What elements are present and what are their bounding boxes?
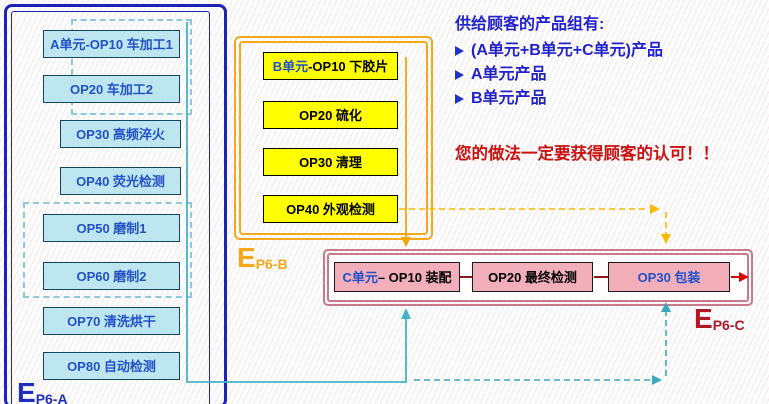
process-box-a-op30: OP30 高频淬火 <box>60 120 181 148</box>
process-box-label: OP50 磨制1 <box>76 220 147 236</box>
customer-products-note: 供给顾客的产品组有: (A单元+B单元+C单元)产品 A单元产品 B单元产品 <box>455 14 760 109</box>
process-box-a-op50: OP50 磨制1 <box>43 214 180 242</box>
warning-text: 您的做法一定要获得顾客的认可！！ <box>455 145 719 163</box>
note-bullet: B单元产品 <box>455 88 760 109</box>
process-box-label: OP30 清理 <box>299 154 362 170</box>
process-box-a-op60: OP60 磨制2 <box>43 262 180 290</box>
note-bullet-text: (A单元+B单元+C单元)产品 <box>471 42 664 59</box>
note-bullet-text: A单元产品 <box>471 66 547 83</box>
process-box-a-op80: OP80 自动检测 <box>43 352 180 380</box>
arrow-bullet-icon <box>455 45 464 56</box>
arrowhead-right-teal <box>652 375 662 385</box>
process-box-label: OP40 荧光检测 <box>76 173 165 189</box>
note-bullet: (A单元+B单元+C单元)产品 <box>455 40 760 61</box>
unit-b-label-small: P6-B <box>255 256 288 272</box>
unit-a-label-big: E <box>17 377 36 404</box>
process-box-a-op40: OP40 荧光检测 <box>60 167 181 195</box>
process-box-label: A单元-OP10 车加工1 <box>50 36 173 52</box>
process-box-a-op10: A单元-OP10 车加工1 <box>43 30 180 58</box>
process-box-label: OP80 自动检测 <box>67 358 156 374</box>
unit-b-label: E P6-B <box>237 244 288 272</box>
process-box-b-op40: OP40 外观检测 <box>263 195 398 223</box>
process-box-b-op20: OP20 硫化 <box>263 101 398 129</box>
process-box-label: OP70 清洗烘干 <box>67 313 156 329</box>
process-box-b-op10: B单元 -OP10 下胶片 <box>263 52 398 80</box>
process-box-b-op30: OP30 清理 <box>263 148 398 176</box>
process-box-c-op20: OP20 最终检测 <box>472 262 593 292</box>
arrow-bullet-icon <box>455 69 464 80</box>
note-bullet: A单元产品 <box>455 64 760 85</box>
arrow-bullet-icon <box>455 93 464 104</box>
process-box-label: -OP10 下胶片 <box>308 58 389 74</box>
process-box-a-op20: OP20 车加工2 <box>43 75 180 103</box>
unit-c-label-big: E <box>694 303 713 334</box>
process-box-a-op70: OP70 清洗烘干 <box>43 307 180 335</box>
process-box-label: OP60 磨制2 <box>76 268 147 284</box>
note-heading: 供给顾客的产品组有: <box>455 16 605 33</box>
unit-a-label: E P6-A <box>17 379 68 404</box>
arrowhead-right-yellow <box>650 204 660 214</box>
unit-b-label-big: E <box>237 242 256 273</box>
unit-prefix: B单元 <box>272 58 309 74</box>
arrowhead-down-yellow <box>661 234 671 244</box>
process-box-label: OP20 车加工2 <box>69 81 154 97</box>
process-box-label: OP20 最终检测 <box>488 269 577 285</box>
unit-prefix: C单元 <box>342 269 378 285</box>
process-box-label: – OP10 装配 <box>377 269 452 285</box>
process-box-label: OP40 外观检测 <box>286 201 375 217</box>
unit-c-label: E P6-C <box>694 305 745 333</box>
process-box-label: OP20 硫化 <box>299 107 362 123</box>
unit-a-label-small: P6-A <box>35 391 68 404</box>
unit-c-label-small: P6-C <box>712 317 745 333</box>
process-box-c-op10: C单元 – OP10 装配 <box>334 262 460 292</box>
process-box-label: OP30 高频淬火 <box>76 126 165 142</box>
arrowhead-up-a-to-c <box>401 308 411 319</box>
process-box-label: OP30 包装 <box>637 269 701 285</box>
note-bullet-text: B单元产品 <box>471 90 547 107</box>
process-box-c-op30: OP30 包装 <box>608 262 730 292</box>
